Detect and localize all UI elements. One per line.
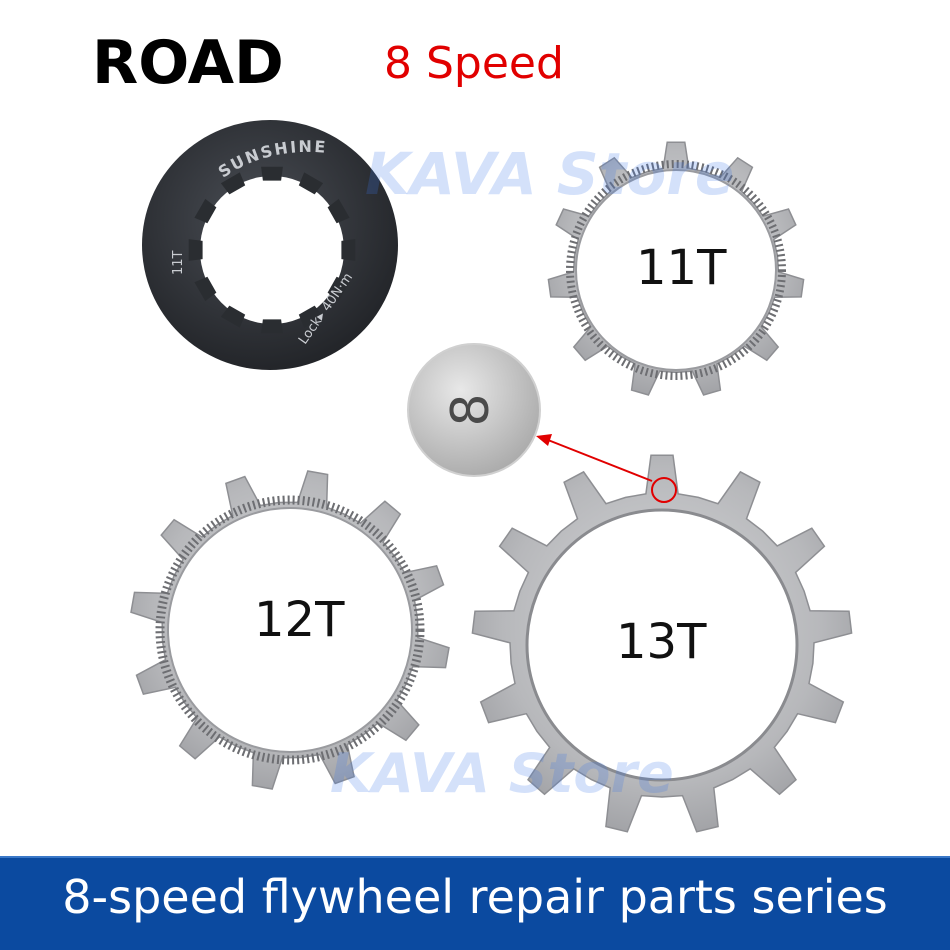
watermark-bottom: KAVA Store [330,742,674,805]
speed-label: 8 Speed [384,38,564,89]
cog-11t-hole [575,169,777,371]
lockring-spline [194,198,217,224]
watermark-top: KAVA Store [365,140,735,208]
lockring-size-mark: 11T [171,250,186,275]
lockring-spline [220,305,246,328]
cog-11t-knurl [566,160,786,380]
lockring-part: SUNSHINE 11T Lock▸ 40N·m [142,120,398,370]
zoom-inset: 8 [407,343,541,477]
lockring-spline [220,172,246,195]
cog-13t-label: 13T [616,614,707,670]
lockring-spline [298,172,324,195]
zoom-stamp-mark: 8 [441,393,501,426]
zoom-circle [407,343,541,477]
cog-12t-hole [167,507,413,753]
cog-12t-label: 12T [254,592,345,648]
lockring-spline [188,239,203,261]
pointer-arrow [536,434,653,482]
cog-12t [130,470,450,790]
lockring-spline [327,198,350,224]
lockring-spline [298,305,324,328]
cog-12t-knurl [155,495,425,765]
cog-13t-hole [525,508,799,782]
product-category-title: ROAD [92,28,284,98]
lockring-spline [341,239,356,261]
lockring-spline [261,166,283,181]
cog-11t [547,141,805,396]
caption-banner [0,856,950,950]
stamp-highlight-circle [651,477,677,503]
lockring-hole [200,176,344,324]
lockring-spline [194,276,217,302]
lockring-spline [327,276,350,302]
cog-13t [471,454,853,833]
caption-banner-text: 8-speed flywheel repair parts series [62,870,888,924]
cog-11t-label: 11T [636,240,727,296]
lockring-spline [261,319,283,334]
